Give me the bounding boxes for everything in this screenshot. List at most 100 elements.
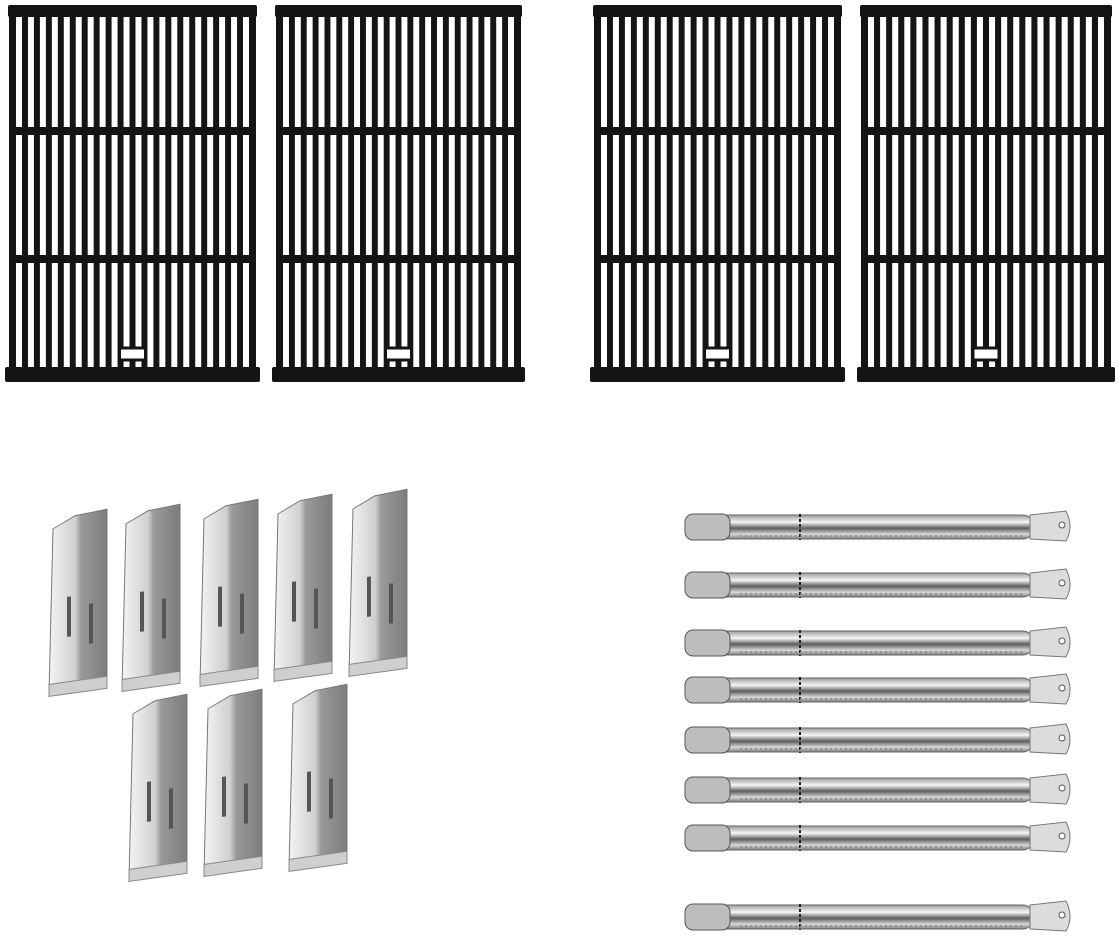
- grate-bar: [371, 16, 378, 368]
- grate-bar: [898, 16, 905, 368]
- grate-bar: [1067, 16, 1074, 368]
- grate-bar: [225, 16, 232, 368]
- grate-bar: [129, 16, 136, 368]
- grate-cross-bar: [594, 127, 841, 135]
- grate-top-bar: [8, 5, 257, 17]
- grate-side-rail: [594, 14, 601, 370]
- grate-bar: [822, 16, 829, 368]
- grate-bar: [1043, 16, 1050, 368]
- grate-cross-bar: [9, 255, 256, 263]
- grate-bar: [442, 16, 449, 368]
- grate-bar: [970, 16, 977, 368]
- grate-bar: [886, 16, 893, 368]
- burner-end-bracket: [1029, 510, 1071, 542]
- grate-bar: [726, 16, 733, 368]
- grate-cross-bar: [276, 127, 521, 135]
- grate-bar: [153, 16, 160, 368]
- heat-plate-body: [203, 688, 263, 876]
- grate-side-rail: [834, 14, 841, 370]
- burner-hole: [1058, 521, 1066, 529]
- grate-bar: [57, 16, 64, 368]
- grate: [5, 5, 260, 382]
- grate-bar: [690, 16, 697, 368]
- burner-tube: [684, 900, 1071, 932]
- heat-plate-tab: [203, 855, 263, 878]
- grate-handle-notch: [971, 346, 1001, 362]
- grate-cross-bar: [9, 127, 256, 135]
- grate-bar: [1055, 16, 1062, 368]
- burner-hole: [1058, 784, 1066, 792]
- grate-bar: [1031, 16, 1038, 368]
- grate-bar: [786, 16, 793, 368]
- grate-bar: [502, 16, 509, 368]
- burner-end-bracket: [1029, 673, 1071, 705]
- heat-plate-slot: [67, 596, 71, 637]
- burner-end-bracket: [1029, 821, 1071, 853]
- grate-bar: [431, 16, 437, 368]
- grate: [272, 5, 525, 382]
- heat-plate-slot: [367, 576, 371, 617]
- grate-bar: [874, 16, 881, 368]
- burner-end-bracket: [1029, 626, 1071, 658]
- burner-tube: [684, 568, 1071, 600]
- heat-plate-tab: [128, 860, 188, 883]
- grate-bar: [1007, 16, 1014, 368]
- grate-bar: [762, 16, 769, 368]
- burner-tube: [684, 673, 1071, 705]
- heat-plate-body: [48, 508, 108, 696]
- burner-end-bracket: [1029, 568, 1071, 600]
- grate-side-rail: [249, 14, 256, 370]
- heat-plate-tab: [348, 655, 408, 678]
- grate-side-rail: [276, 14, 283, 370]
- heat-plate: [128, 693, 188, 883]
- heat-plate-slot: [222, 776, 226, 817]
- grate-bar: [45, 16, 52, 368]
- grate-bar: [478, 16, 485, 368]
- grate-bar: [738, 16, 745, 368]
- grate-bar: [312, 16, 319, 368]
- grate-bar: [141, 16, 148, 368]
- grate-handle-notch: [118, 346, 147, 362]
- grate-bar: [654, 16, 661, 368]
- grate: [857, 5, 1115, 382]
- grate-bar: [774, 16, 781, 368]
- grate-bar: [490, 16, 497, 368]
- grate-bar: [714, 16, 721, 368]
- grate-bar: [117, 16, 124, 368]
- grate-bar: [360, 16, 366, 368]
- heat-plate-tab: [288, 850, 348, 873]
- heat-plate-slot: [140, 591, 144, 632]
- heat-plate-slot: [169, 788, 173, 829]
- burner-venturi: [684, 513, 731, 541]
- burner-tube: [684, 723, 1071, 755]
- burner-venturi: [684, 676, 731, 704]
- grate-bar: [33, 16, 40, 368]
- burner-hole: [1058, 579, 1066, 587]
- grate-bar: [1079, 16, 1086, 368]
- burner-venturi: [684, 629, 731, 657]
- grate-cross-bar: [861, 255, 1111, 263]
- grate-bar: [201, 16, 208, 368]
- grate-bar: [177, 16, 184, 368]
- burner-hole: [1058, 832, 1066, 840]
- grate-bar: [995, 16, 1002, 368]
- grate-side-rail: [514, 14, 521, 370]
- grate-bar: [666, 16, 673, 368]
- heat-plate: [48, 508, 108, 698]
- burner-venturi: [684, 824, 731, 852]
- heat-plate-body: [121, 503, 181, 691]
- heat-plate: [348, 488, 408, 678]
- heat-plate-body: [273, 493, 333, 681]
- heat-plate: [199, 498, 259, 688]
- grate: [590, 5, 845, 382]
- heat-plate-tab: [121, 670, 181, 693]
- grate-handle-notch: [703, 346, 732, 362]
- heat-plates: [48, 488, 408, 883]
- grate-bar: [810, 16, 817, 368]
- grate-bar: [336, 16, 343, 368]
- grate-bar: [407, 16, 414, 368]
- grate-top-bar: [275, 5, 522, 17]
- heat-plate: [121, 503, 181, 693]
- grate-bottom-bar: [5, 367, 260, 382]
- grate-bar: [618, 16, 625, 368]
